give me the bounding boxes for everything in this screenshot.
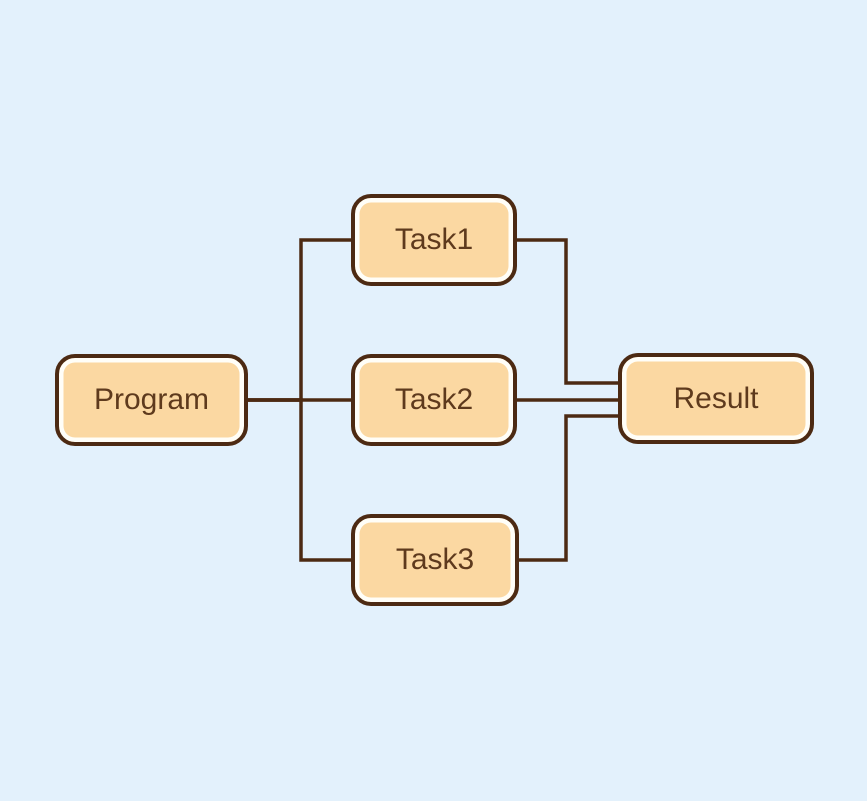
node-task2: Task2 [351, 354, 517, 446]
edge-program-to-task3 [248, 398, 351, 562]
node-program: Program [55, 354, 248, 446]
node-label-program: Program [93, 383, 210, 416]
node-label-task2: Task2 [394, 383, 474, 416]
node-task3: Task3 [351, 514, 519, 606]
node-label-result: Result [673, 381, 759, 415]
edge-task1-to-result [517, 238, 618, 385]
node-task1: Task1 [351, 194, 517, 286]
node-label-task3: Task3 [395, 543, 475, 576]
node-result: Result [618, 353, 814, 444]
edge-task3-to-result [519, 414, 618, 562]
edge-program-to-task1 [248, 238, 351, 402]
node-label-task1: Task1 [394, 223, 474, 256]
